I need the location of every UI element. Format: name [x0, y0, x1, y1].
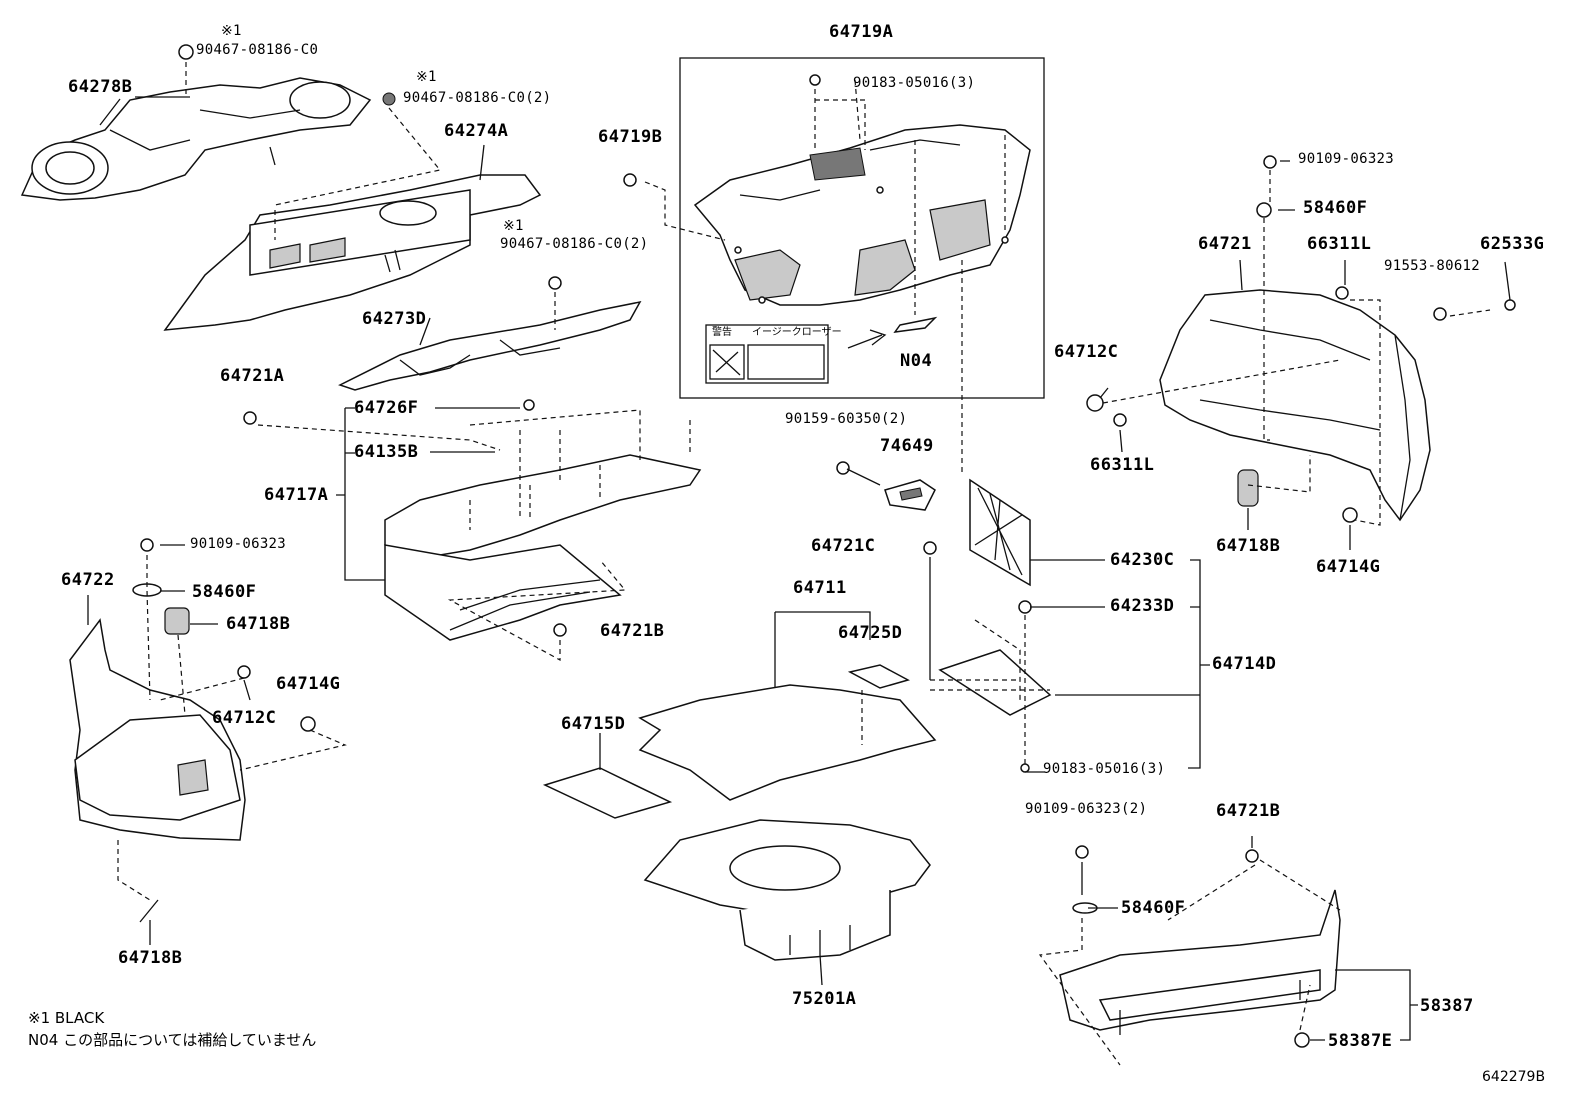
label-64721B-center: 64721B: [600, 621, 665, 641]
part-58387-shape: [1059, 889, 1341, 1035]
label-64721C: 64721C: [811, 536, 876, 556]
label-64725D: 64725D: [838, 623, 903, 643]
label-91553-80612: 91553-80612: [1384, 258, 1481, 274]
warning-label-text: イージークローザー: [752, 327, 842, 338]
label-64719A: 64719A: [829, 22, 894, 42]
label-64274A: 64274A: [444, 121, 509, 141]
label-64278B: 64278B: [68, 77, 133, 97]
label-64712C-left: 64712C: [212, 708, 277, 728]
label-64721: 64721: [1198, 234, 1252, 254]
part-64230C-net: [969, 478, 1031, 587]
label-66311L-top: 66311L: [1307, 234, 1372, 254]
label-64711: 64711: [793, 578, 847, 598]
label-64726F: 64726F: [354, 398, 419, 418]
footnote-black: ※1 BLACK: [28, 1009, 105, 1027]
label-64714G-right: 64714G: [1316, 557, 1381, 577]
label-90159-60350: 90159-60350(2): [785, 411, 908, 427]
label-90467-08186-C0-2-top: 90467-08186-C0(2): [403, 90, 552, 106]
label-90183-05016-top: 90183-05016(3): [853, 75, 976, 91]
label-58460F-left: 58460F: [192, 582, 257, 602]
part-64273D-shape: [338, 300, 642, 391]
label-64721A: 64721A: [220, 366, 285, 386]
fasteners: [132, 44, 1516, 1048]
label-note-mark-1: ※1: [221, 23, 242, 39]
part-64711-shape: [638, 664, 937, 801]
label-66311L-bottom: 66311L: [1090, 455, 1155, 475]
label-90467-08186-C0: 90467-08186-C0: [196, 42, 319, 58]
label-N04: N04: [900, 351, 933, 371]
label-64717A: 64717A: [264, 485, 329, 505]
footnote-n04: N04 この部品については補給していません: [28, 1031, 317, 1049]
part-64721-shape: [1159, 289, 1431, 522]
label-74649: 74649: [880, 436, 934, 456]
label-64230C: 64230C: [1110, 550, 1175, 570]
part-74649-shape: [884, 479, 936, 511]
label-58460F-bottom: 58460F: [1121, 898, 1186, 918]
label-90467-08186-C0-2-mid: 90467-08186-C0(2): [500, 236, 649, 252]
label-64273D: 64273D: [362, 309, 427, 329]
label-64718B-left: 64718B: [226, 614, 291, 634]
part-75201A-shape: [643, 819, 931, 961]
label-64712C-right: 64712C: [1054, 342, 1119, 362]
label-58387: 58387: [1420, 996, 1474, 1016]
figure-id: 642279B: [1482, 1069, 1546, 1085]
part-64719A-group: [679, 57, 1045, 399]
part-64717A-shape: [384, 454, 702, 641]
label-58460F-right: 58460F: [1303, 198, 1368, 218]
label-90109-06323-bottom: 90109-06323(2): [1025, 801, 1148, 817]
label-64715D: 64715D: [561, 714, 626, 734]
label-64714G-left: 64714G: [276, 674, 341, 694]
label-64233D: 64233D: [1110, 596, 1175, 616]
label-64714D: 64714D: [1212, 654, 1277, 674]
part-64715D-shape: [542, 767, 673, 819]
label-64721B-bottom: 64721B: [1216, 801, 1281, 821]
label-note-mark-2: ※1: [416, 69, 437, 85]
label-64718B-right: 64718B: [1216, 536, 1281, 556]
label-note-mark-3: ※1: [503, 218, 524, 234]
label-62533G: 62533G: [1480, 234, 1545, 254]
label-90109-06323-right: 90109-06323: [1298, 151, 1395, 167]
part-64278B-shape: [20, 77, 372, 201]
label-90109-06323-left: 90109-06323: [190, 536, 287, 552]
label-64719B: 64719B: [598, 127, 663, 147]
label-64722: 64722: [61, 570, 115, 590]
label-58387E: 58387E: [1328, 1031, 1393, 1051]
warning-label-title: 警告: [712, 327, 732, 338]
part-64714D-shape: [930, 619, 1052, 716]
part-64274A-shape: [163, 174, 542, 331]
label-64718B-bottom: 64718B: [118, 948, 183, 968]
part-64722-shape: [69, 618, 246, 841]
label-75201A: 75201A: [792, 989, 857, 1009]
leader-lines: [87, 62, 1511, 1066]
label-64135B: 64135B: [354, 442, 419, 462]
label-90183-05016-bottom: 90183-05016(3): [1043, 761, 1166, 777]
